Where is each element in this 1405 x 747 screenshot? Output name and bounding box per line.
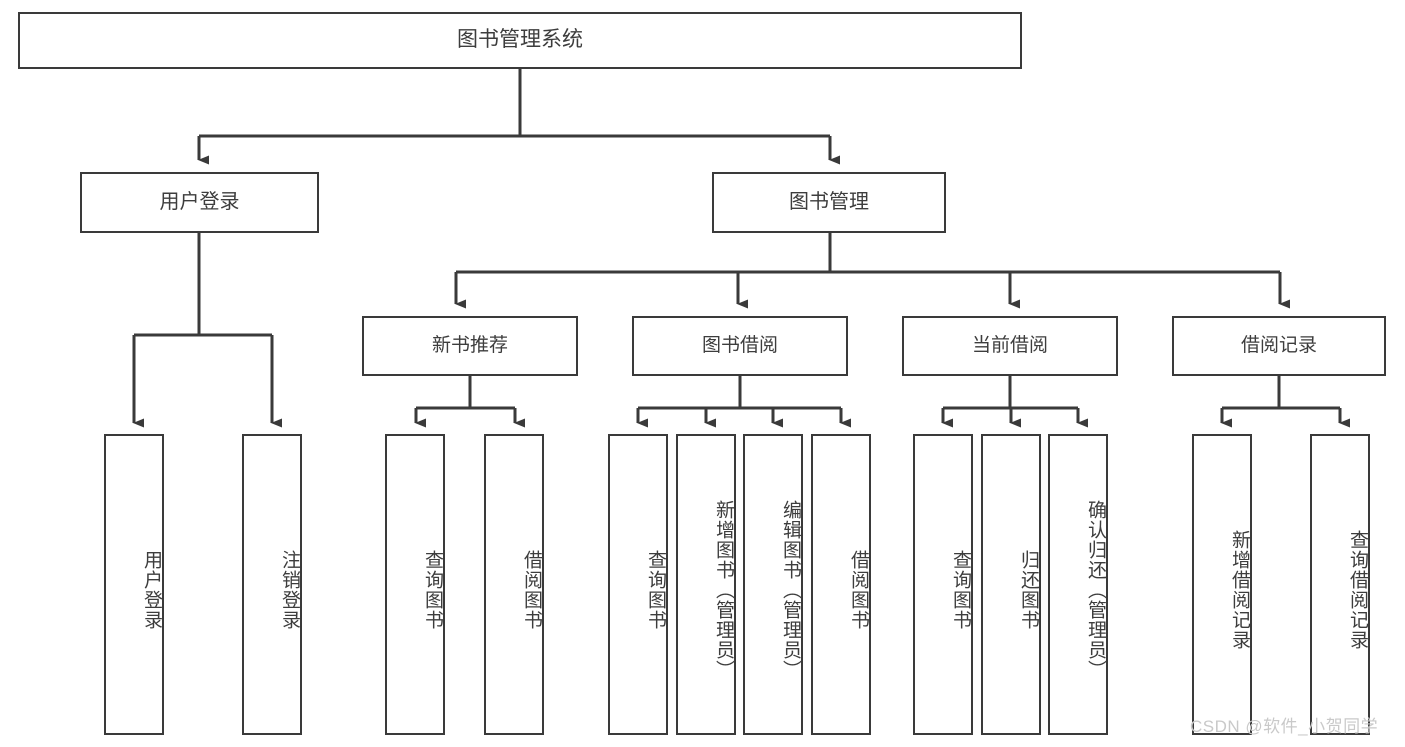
node-user-login[interactable]: 用户登录 — [80, 172, 319, 233]
node-leaf-add-book[interactable]: 新增图书（管理员） — [676, 434, 736, 735]
node-root[interactable]: 图书管理系统 — [18, 12, 1022, 69]
node-current-borrow-label: 当前借阅 — [971, 334, 1048, 356]
node-leaf-query-book-3[interactable]: 查询图书 — [913, 434, 973, 735]
node-root-label: 图书管理系统 — [457, 28, 583, 52]
node-leaf-borrow-book-1-label: 借阅图书 — [521, 549, 542, 630]
csdn-watermark: CSDN @软件_小贺同学 — [1190, 717, 1379, 736]
node-leaf-user-logout[interactable]: 注销登录 — [242, 434, 302, 735]
node-leaf-confirm-return-label: 确认归还（管理员） — [1085, 499, 1106, 680]
node-new-book-rec[interactable]: 新书推荐 — [362, 316, 578, 376]
node-book-manage[interactable]: 图书管理 — [712, 172, 946, 233]
node-leaf-query-book-2[interactable]: 查询图书 — [608, 434, 668, 735]
node-borrow-record[interactable]: 借阅记录 — [1172, 316, 1386, 376]
node-leaf-edit-book[interactable]: 编辑图书（管理员） — [743, 434, 803, 735]
node-leaf-user-login[interactable]: 用户登录 — [104, 434, 164, 735]
node-leaf-add-book-label: 新增图书（管理员） — [713, 499, 734, 680]
node-new-book-rec-label: 新书推荐 — [431, 334, 508, 356]
node-leaf-user-login-label: 用户登录 — [141, 549, 162, 630]
node-book-borrow[interactable]: 图书借阅 — [632, 316, 848, 376]
node-leaf-query-record[interactable]: 查询借阅记录 — [1310, 434, 1370, 735]
node-leaf-borrow-book-2-label: 借阅图书 — [848, 549, 869, 630]
node-leaf-query-record-label: 查询借阅记录 — [1347, 529, 1368, 650]
node-leaf-return-book[interactable]: 归还图书 — [981, 434, 1041, 735]
node-leaf-confirm-return[interactable]: 确认归还（管理员） — [1048, 434, 1108, 735]
node-leaf-query-book-3-label: 查询图书 — [950, 549, 971, 630]
node-leaf-borrow-book-2[interactable]: 借阅图书 — [811, 434, 871, 735]
node-leaf-query-book-2-label: 查询图书 — [645, 549, 666, 630]
node-borrow-record-label: 借阅记录 — [1240, 334, 1317, 356]
node-leaf-query-book-1[interactable]: 查询图书 — [385, 434, 445, 735]
node-current-borrow[interactable]: 当前借阅 — [902, 316, 1118, 376]
node-user-login-label: 用户登录 — [159, 190, 240, 213]
node-leaf-return-book-label: 归还图书 — [1018, 549, 1039, 630]
node-leaf-edit-book-label: 编辑图书（管理员） — [780, 499, 801, 680]
node-leaf-borrow-book-1[interactable]: 借阅图书 — [484, 434, 544, 735]
node-book-manage-label: 图书管理 — [789, 190, 869, 213]
node-leaf-query-book-1-label: 查询图书 — [422, 549, 443, 630]
node-leaf-add-record-label: 新增借阅记录 — [1229, 529, 1250, 650]
node-leaf-add-record[interactable]: 新增借阅记录 — [1192, 434, 1252, 735]
node-book-borrow-label: 图书借阅 — [701, 334, 778, 356]
node-leaf-user-logout-label: 注销登录 — [279, 549, 300, 630]
